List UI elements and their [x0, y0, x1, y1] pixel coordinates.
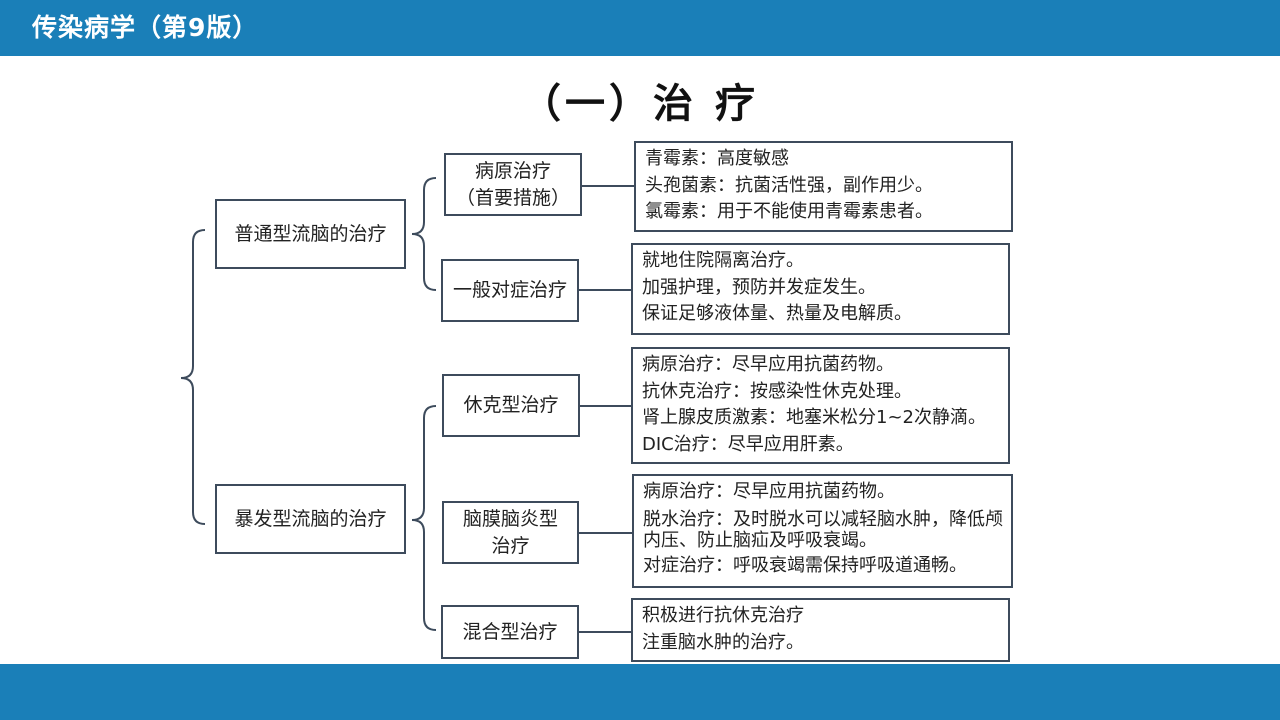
- header-title: 传染病学（第9版）: [32, 13, 259, 42]
- footer-bar: [0, 664, 1280, 720]
- detail-line: 青霉素：高度敏感: [645, 148, 789, 169]
- branch-mixed-box: 混合型治疗: [441, 605, 579, 659]
- details-shock-box: 病原治疗：尽早应用抗菌药物。 抗休克治疗：按感染性休克处理。 肾上腺皮质激素：地…: [631, 347, 1010, 464]
- root-brace: [180, 229, 206, 525]
- detail-line: 抗休克治疗：按感染性休克处理。: [642, 380, 912, 402]
- fulminant-brace: [411, 405, 437, 631]
- normal-brace: [411, 177, 437, 291]
- branch-label-line: 一般对症治疗: [452, 279, 567, 301]
- branch-general-box: 一般对症治疗: [441, 259, 579, 322]
- detail-line: 就地住院隔离治疗。: [642, 250, 804, 271]
- details-meningo-box: 病原治疗：尽早应用抗菌药物。 脱水治疗：及时脱水可以减轻脑水肿，降低颅内压、防止…: [632, 474, 1013, 588]
- page-title: （一）治 疗: [521, 81, 759, 127]
- detail-line: 保证足够液体量、热量及电解质。: [642, 303, 912, 324]
- detail-line: 病原治疗：尽早应用抗菌药物。: [642, 354, 894, 375]
- detail-line: DIC治疗：尽早应用肝素。: [642, 433, 854, 455]
- branch-pathogen-box: 病原治疗 （首要措施）: [444, 153, 582, 216]
- branch-label-line: 混合型治疗: [462, 620, 558, 643]
- detail-line: 肾上腺皮质激素：地塞米松分1~2次静滴。: [642, 407, 986, 428]
- branch-shock-box: 休克型治疗: [442, 374, 580, 437]
- details-mixed-box: 积极进行抗休克治疗 注重脑水肿的治疗。: [631, 598, 1010, 662]
- type-fulminant-label: 暴发型流脑的治疗: [234, 507, 387, 530]
- branch-label-line: （首要措施）: [455, 186, 570, 209]
- detail-line: 脱水治疗：及时脱水可以减轻脑水肿，降低颅内压、防止脑疝及呼吸衰竭。: [643, 508, 1003, 551]
- branch-meningo-box: 脑膜脑炎型 治疗: [442, 501, 579, 564]
- type-normal-label: 普通型流脑的治疗: [234, 222, 387, 245]
- type-normal-box: 普通型流脑的治疗: [215, 199, 406, 269]
- detail-line: 注重脑水肿的治疗。: [642, 631, 804, 653]
- type-fulminant-box: 暴发型流脑的治疗: [215, 484, 406, 554]
- detail-line: 氯霉素：用于不能使用青霉素患者。: [645, 201, 933, 222]
- detail-line: 对症治疗：呼吸衰竭需保持呼吸道通畅。: [643, 554, 967, 576]
- detail-line: 积极进行抗休克治疗: [642, 605, 804, 626]
- branch-label-line: 治疗: [491, 534, 530, 557]
- details-pathogen-box: 青霉素：高度敏感 头孢菌素：抗菌活性强，副作用少。 氯霉素：用于不能使用青霉素患…: [634, 141, 1013, 232]
- detail-line: 病原治疗：尽早应用抗菌药物。: [643, 481, 895, 502]
- branch-label-line: 病原治疗: [474, 159, 551, 182]
- branch-label-line: 脑膜脑炎型: [462, 507, 558, 530]
- details-general-box: 就地住院隔离治疗。 加强护理，预防并发症发生。 保证足够液体量、热量及电解质。: [631, 243, 1010, 335]
- header-bar: [0, 0, 1280, 56]
- branch-label-line: 休克型治疗: [463, 394, 559, 416]
- detail-line: 头孢菌素：抗菌活性强，副作用少。: [645, 174, 933, 196]
- detail-line: 加强护理，预防并发症发生。: [642, 276, 876, 298]
